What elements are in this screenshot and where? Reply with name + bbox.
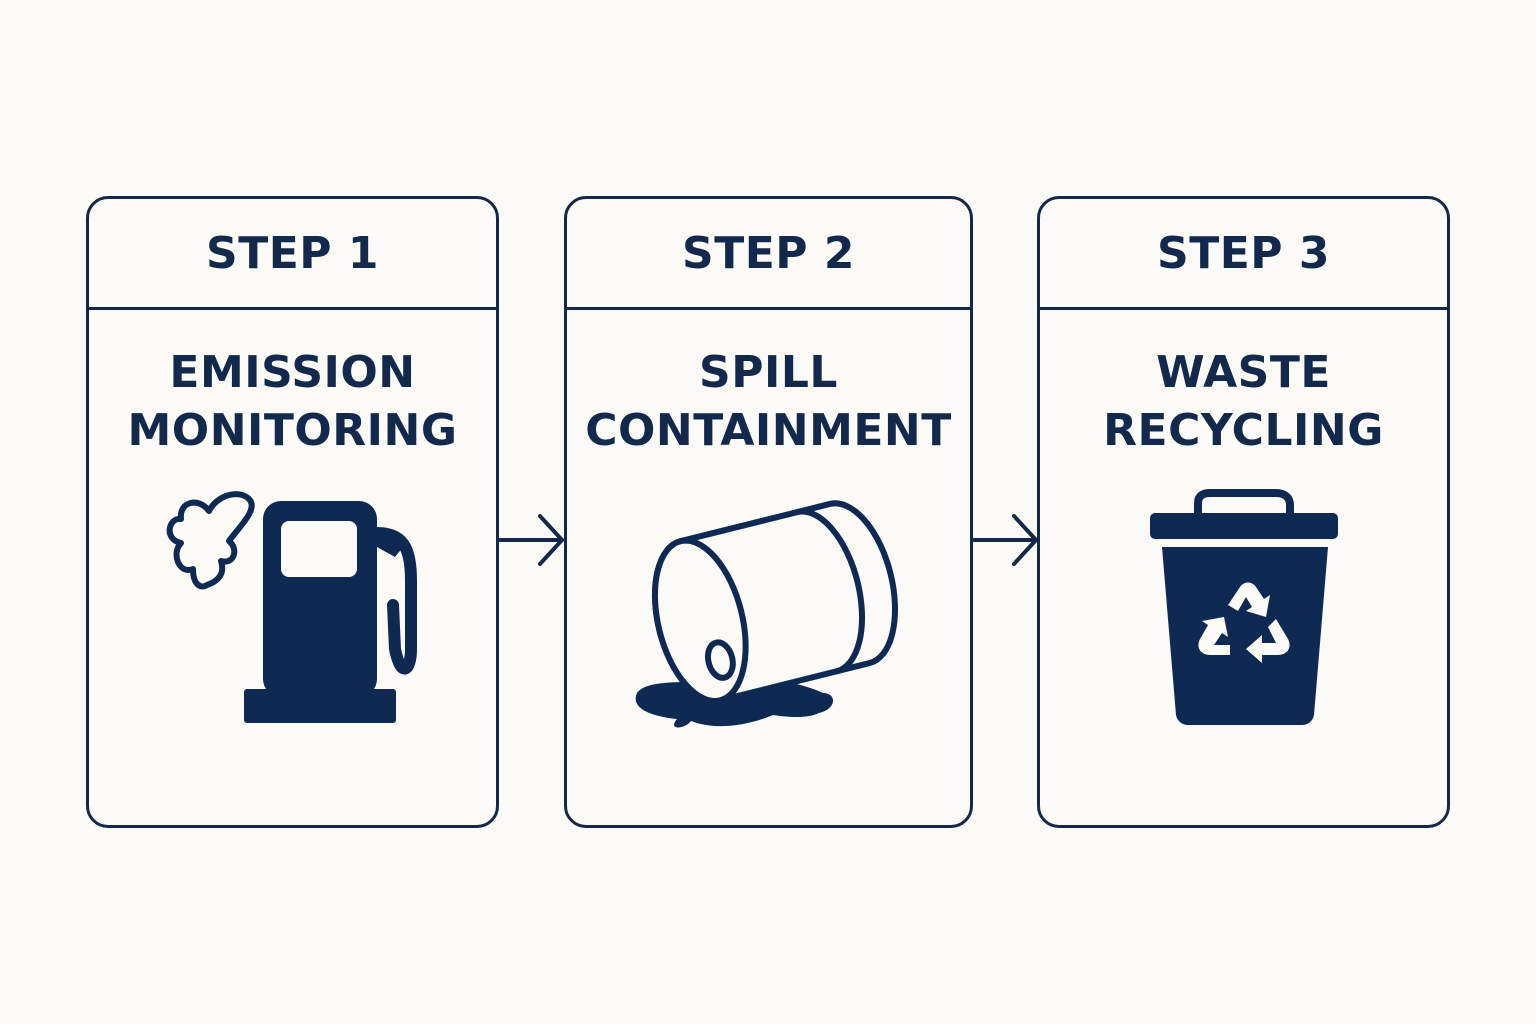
step-2-label: STEP 2 xyxy=(567,199,970,310)
step-3-title-line-2: RECYCLING xyxy=(1103,405,1384,456)
arrow-step-1-to-2 xyxy=(498,514,564,566)
step-2-title-line-1: SPILL xyxy=(699,347,838,398)
step-1-title: EMISSION MONITORING xyxy=(89,344,496,460)
tipped-barrel-spill-icon xyxy=(635,500,899,728)
step-3-title: WASTE RECYCLING xyxy=(1040,344,1447,460)
step-card-3: STEP 3 WASTE RECYCLING xyxy=(1037,196,1450,828)
step-2-title: SPILL CONTAINMENT xyxy=(567,344,970,460)
step-card-1: STEP 1 EMISSION MONITORING xyxy=(86,196,499,828)
step-3-label: STEP 3 xyxy=(1040,199,1447,310)
step-1-label: STEP 1 xyxy=(89,199,496,310)
fuel-pump-with-smoke-icon xyxy=(166,491,417,723)
step-3-title-line-1: WASTE xyxy=(1156,347,1331,398)
step-1-title-line-1: EMISSION xyxy=(169,347,416,398)
arrow-step-2-to-3 xyxy=(972,514,1038,566)
step-2-title-line-2: CONTAINMENT xyxy=(585,405,952,456)
step-card-2: STEP 2 SPILL CONTAINMENT xyxy=(564,196,973,828)
recycling-bin-icon xyxy=(1150,489,1338,725)
step-1-title-line-2: MONITORING xyxy=(127,405,458,456)
